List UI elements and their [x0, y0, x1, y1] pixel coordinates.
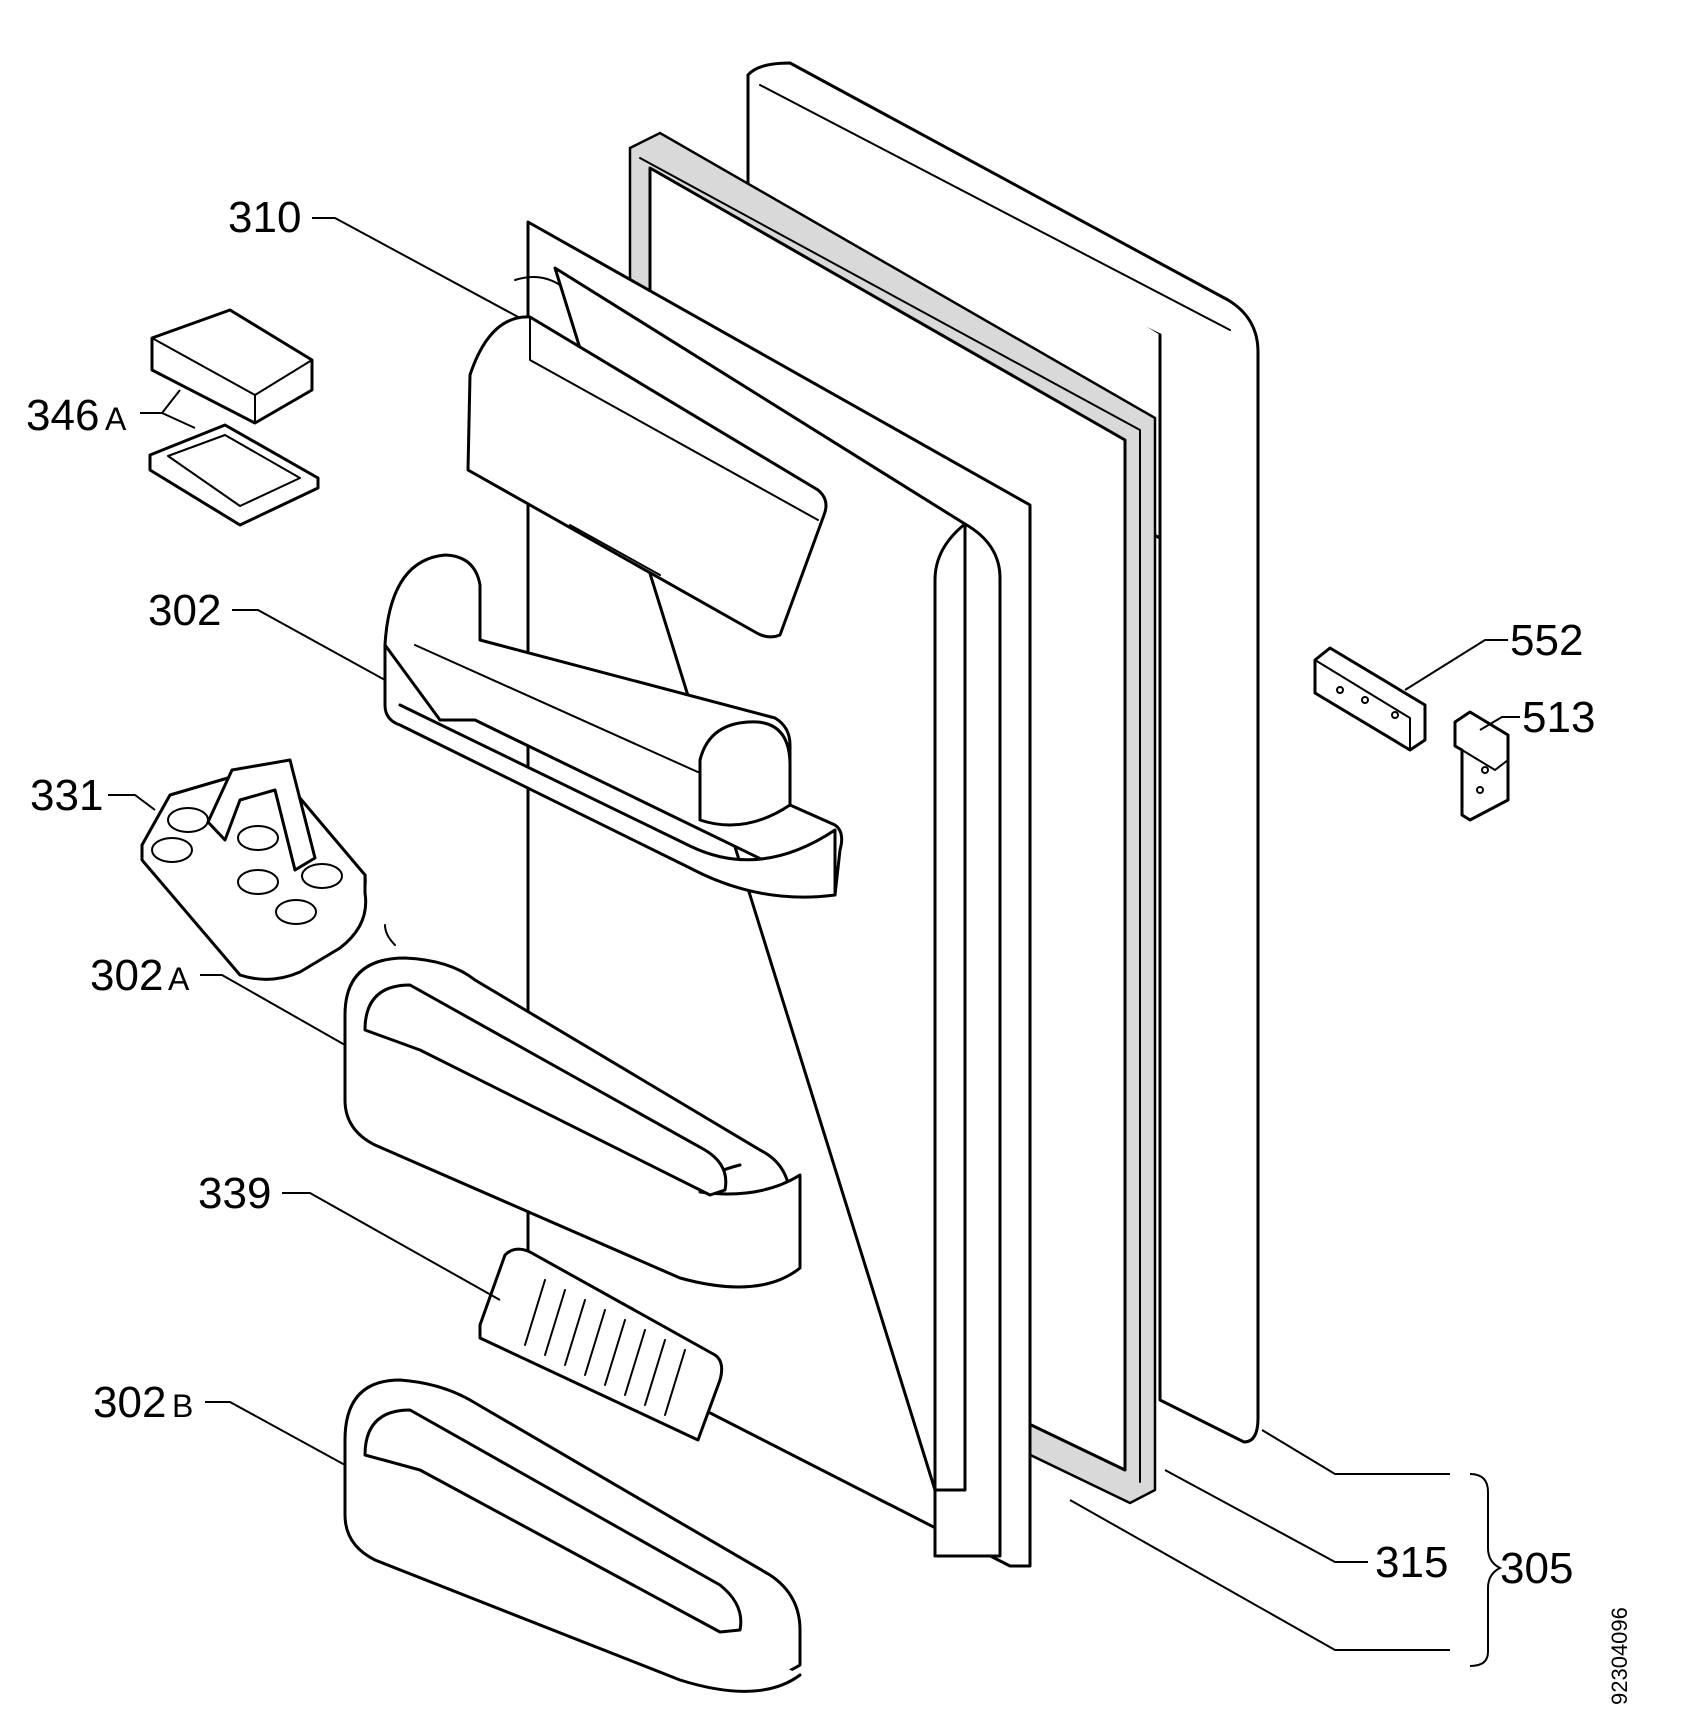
label-302: 302 — [148, 586, 221, 635]
door-shelf-302b — [343, 1378, 802, 1693]
label-346: 346 — [26, 391, 99, 440]
label-302a: 302 — [90, 951, 163, 1000]
label-346-suffix: A — [105, 401, 127, 437]
label-305: 305 — [1500, 1544, 1573, 1593]
door-shelf-302a — [343, 924, 802, 1289]
label-331: 331 — [30, 771, 103, 820]
dairy-flap — [466, 315, 828, 639]
label-552: 552 — [1510, 616, 1583, 665]
door-shelf-302 — [383, 553, 844, 899]
document-number: 92304096 — [1607, 1607, 1632, 1705]
label-310: 310 — [228, 193, 301, 242]
label-315: 315 — [1375, 1538, 1448, 1587]
label-302b-suffix: B — [172, 1388, 193, 1424]
butter-dish — [148, 308, 320, 527]
label-302b: 302 — [93, 1378, 166, 1427]
hinge-bracket — [1453, 710, 1510, 822]
hinge-cover — [1313, 646, 1427, 752]
part-labels: 310 346 A 302 331 302 A 339 302 B 552 51… — [26, 193, 1632, 1705]
label-302a-suffix: A — [168, 961, 190, 997]
bottle-retainer — [478, 1247, 724, 1442]
leader-lines — [108, 217, 1520, 1667]
egg-tray — [140, 758, 368, 981]
label-339: 339 — [198, 1169, 271, 1218]
label-513: 513 — [1522, 693, 1595, 742]
